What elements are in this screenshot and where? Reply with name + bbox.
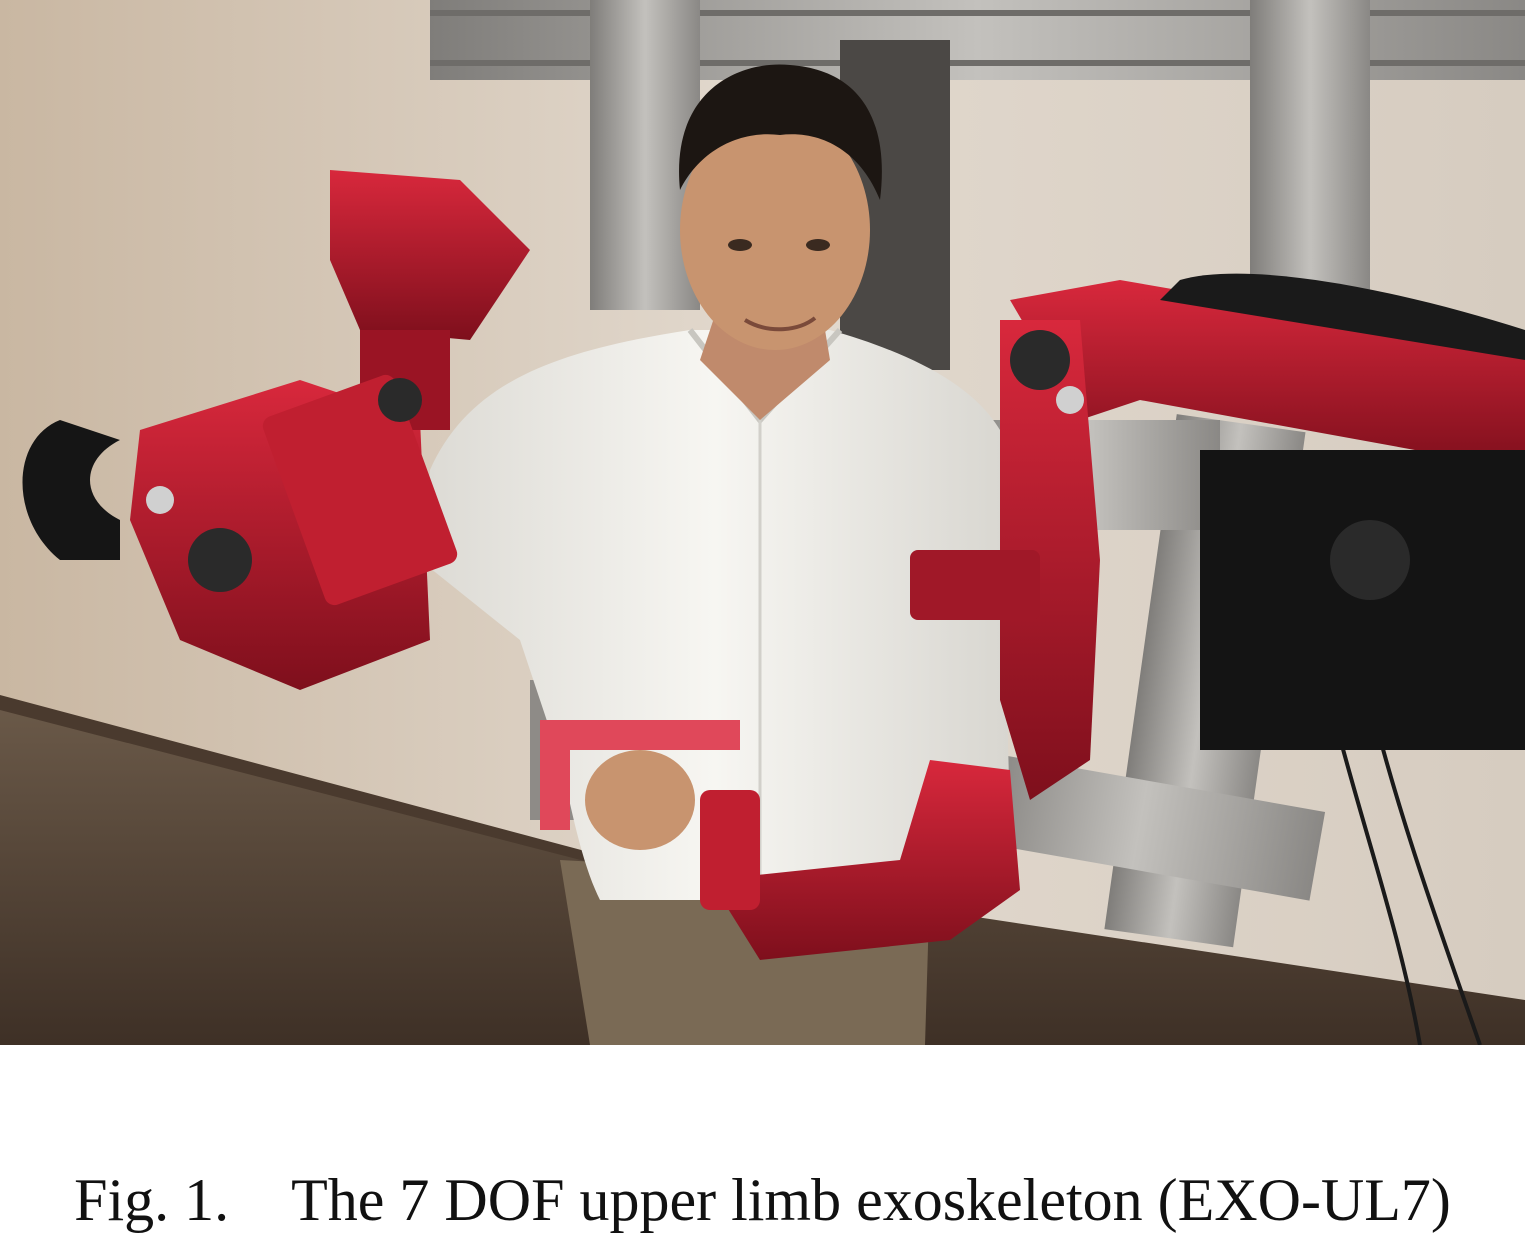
exoskeleton-right-arm — [540, 273, 1525, 960]
right-fist — [585, 750, 695, 850]
cable-carrier — [22, 420, 120, 560]
caption-text: The 7 DOF upper limb exoskeleton (EXO-UL… — [291, 1167, 1451, 1233]
exoskeleton-left-arm — [22, 170, 530, 690]
figure-label: Fig. 1. — [74, 1167, 230, 1233]
exoskeleton-photo — [0, 0, 1525, 1045]
motor-housing — [1200, 450, 1525, 750]
face — [680, 110, 870, 350]
baseboard — [0, 695, 600, 865]
hair — [679, 64, 882, 200]
figure-caption: Fig. 1. The 7 DOF upper limb exoskeleton … — [0, 1160, 1525, 1240]
photo-illustration — [0, 0, 1525, 1045]
handle-grip — [540, 720, 740, 830]
carpet-floor — [0, 700, 1525, 1045]
